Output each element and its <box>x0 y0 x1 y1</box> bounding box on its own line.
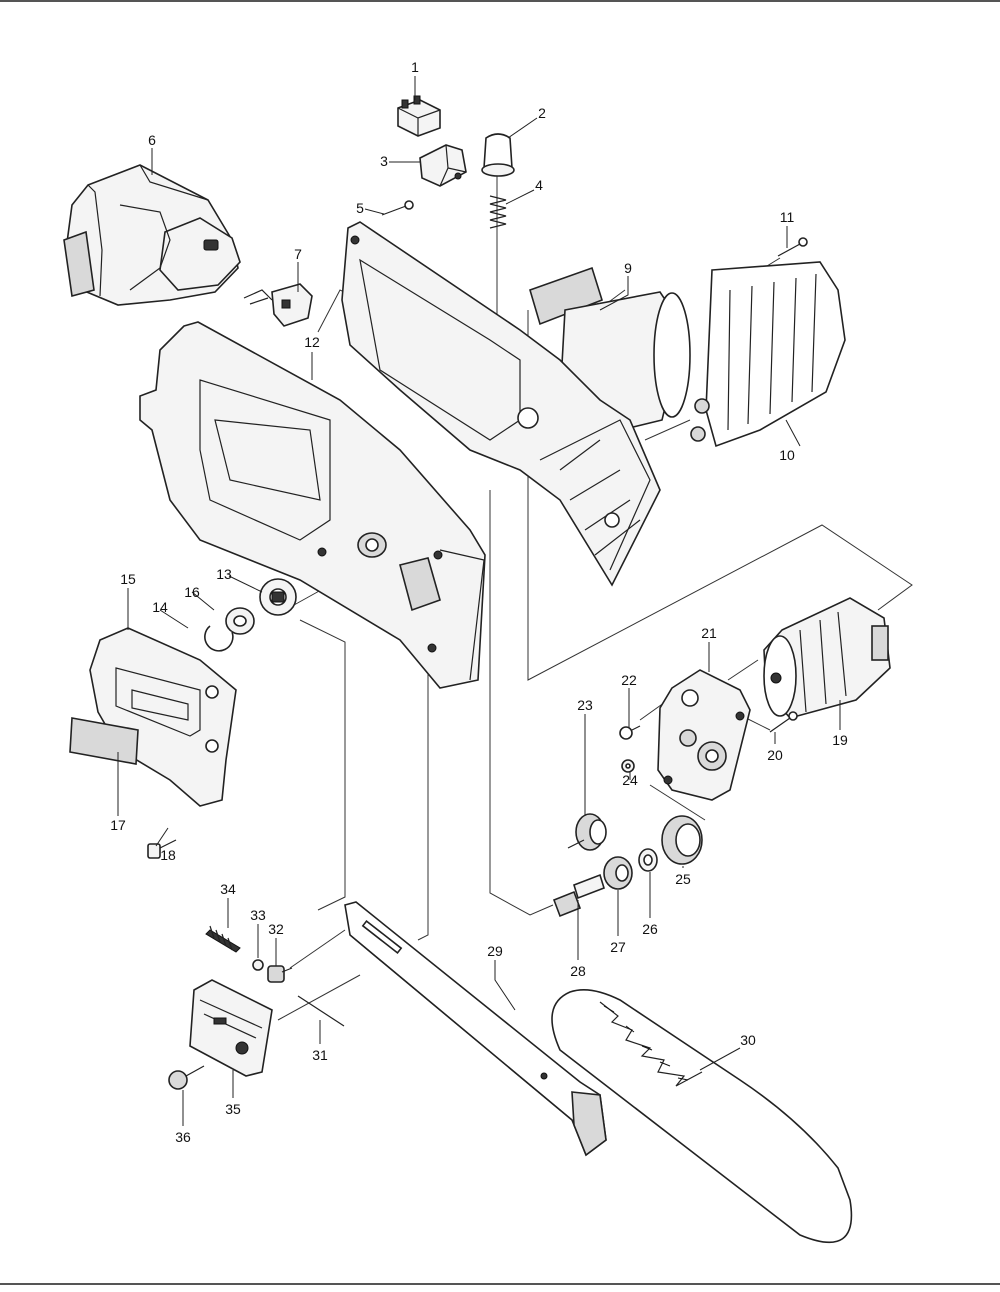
sprocket-cover <box>89 627 237 807</box>
callout-21: 21 <box>701 625 717 641</box>
callout-7: 7 <box>294 246 302 262</box>
callout-31: 31 <box>312 1047 328 1063</box>
callout-3: 3 <box>380 153 388 169</box>
dc-motor <box>763 597 891 719</box>
callout-33: 33 <box>250 907 266 923</box>
callout-15: 15 <box>120 571 136 587</box>
callout-22: 22 <box>621 672 637 688</box>
retaining-washer <box>252 959 264 971</box>
callout-32: 32 <box>268 921 284 937</box>
callout-25: 25 <box>675 871 691 887</box>
callout-30: 30 <box>740 1032 756 1048</box>
callout-12: 12 <box>304 334 320 350</box>
leader-lines <box>117 76 841 1126</box>
callout-9: 9 <box>624 260 632 276</box>
caution-label <box>69 717 139 765</box>
callout-13: 13 <box>216 566 232 582</box>
callout-24: 24 <box>622 772 638 788</box>
rear-guard <box>690 261 846 448</box>
adjusting-plate <box>189 979 273 1077</box>
retaining-ring <box>204 625 234 652</box>
top-rule <box>0 0 1000 2</box>
battery-pack <box>63 164 241 306</box>
small-washer <box>621 759 635 773</box>
push-button <box>481 133 515 177</box>
gear-housing <box>657 669 751 801</box>
callout-28: 28 <box>570 963 586 979</box>
saw-chain <box>551 989 853 1244</box>
callout-35: 35 <box>225 1101 241 1117</box>
set-screw <box>619 725 641 740</box>
spindle <box>552 873 605 918</box>
tension-spring <box>205 925 241 953</box>
tapping-screw-top <box>381 200 414 216</box>
callout-34: 34 <box>220 881 236 897</box>
hex-socket-bolt <box>147 839 177 859</box>
callout-11: 11 <box>780 209 795 225</box>
spur-gear <box>661 815 703 865</box>
flat-washer <box>225 607 255 635</box>
terminal <box>243 283 313 327</box>
compression-spring <box>489 195 507 229</box>
callout-19: 19 <box>832 732 848 748</box>
ball-bearing <box>603 856 633 890</box>
callout-4: 4 <box>535 177 543 193</box>
callout-6: 6 <box>148 132 156 148</box>
guide-bar <box>344 901 607 1157</box>
pinion-gear <box>567 813 607 851</box>
flange <box>259 578 297 616</box>
callout-23: 23 <box>577 697 593 713</box>
callout-1: 1 <box>411 59 419 75</box>
cap-nut <box>267 965 293 983</box>
adjusting-pin <box>297 995 345 1027</box>
callout-14: 14 <box>152 599 168 615</box>
callout-29: 29 <box>487 943 503 959</box>
switch-cover <box>419 144 467 187</box>
callout-labels: 1 2 3 4 5 6 7 9 10 11 12 13 14 15 16 17 … <box>110 59 848 1145</box>
callout-26: 26 <box>642 921 658 937</box>
micro-switch <box>397 95 441 137</box>
callout-2: 2 <box>538 105 546 121</box>
thrust-washer <box>638 848 658 872</box>
housing-set <box>139 321 486 689</box>
assembly-guide-lines <box>277 174 913 1021</box>
callout-20: 20 <box>767 747 783 763</box>
callout-36: 36 <box>175 1129 191 1145</box>
callout-10: 10 <box>779 447 795 463</box>
callout-17: 17 <box>110 817 126 833</box>
socket-head-bolt <box>168 1065 205 1090</box>
callout-16: 16 <box>184 584 200 600</box>
callout-18: 18 <box>160 847 176 863</box>
tapping-screw-guard <box>777 237 808 257</box>
main-housing <box>341 221 661 587</box>
callout-5: 5 <box>356 200 364 216</box>
bottom-rule <box>0 1283 1000 1285</box>
pan-head-screw <box>769 711 798 733</box>
callout-27: 27 <box>610 939 626 955</box>
